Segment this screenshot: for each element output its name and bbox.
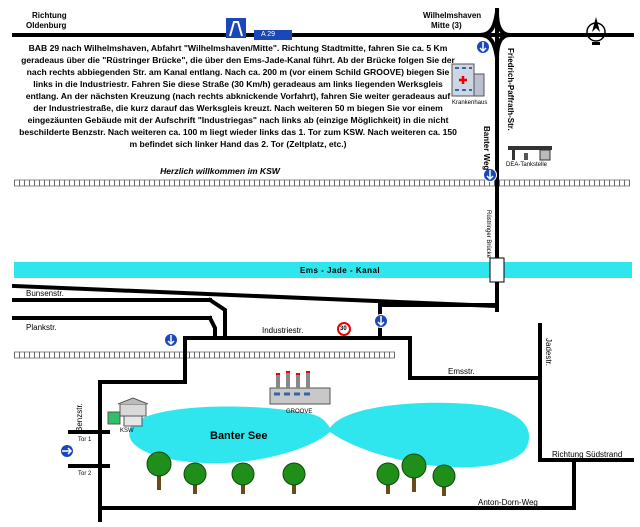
jadestr-label: Jadestr.	[544, 338, 553, 367]
ems-jade-canal	[14, 262, 632, 278]
railway-upper	[14, 179, 630, 187]
gas-station-icon	[508, 146, 552, 161]
banter-see-lake	[129, 402, 530, 468]
wilhelmshaven-mitte-line1: Wilhelmshaven	[423, 11, 482, 20]
direction-down-icon	[476, 40, 490, 54]
tree-icon	[183, 462, 207, 494]
compass-icon	[586, 17, 606, 45]
groove-label: GROOVE	[286, 409, 313, 415]
bunsenstr-label: Bunsenstr.	[26, 289, 64, 298]
speed-limit-icon	[337, 322, 351, 336]
hospital-icon	[451, 63, 485, 97]
direction-down-icon	[483, 168, 497, 182]
tree-icon	[282, 462, 306, 494]
ruestringer-bruecke-deck	[489, 257, 505, 283]
wilhelmshaven-mitte-line2: Mitte (3)	[431, 21, 462, 30]
a29-shield	[254, 30, 292, 40]
tree-icon	[432, 464, 456, 496]
tree-icon	[401, 453, 427, 492]
banter-weg-label: Banter Weg	[482, 126, 491, 171]
emsstr-label: Emsstr.	[448, 367, 475, 376]
tor-1-label: Tor 1	[78, 437, 92, 443]
railway-lower	[14, 351, 395, 359]
ksw-building-icon	[107, 397, 149, 427]
richtung-oldenburg-line2: Oldenburg	[26, 21, 67, 30]
plankstr-label: Plankstr.	[26, 323, 57, 332]
a29-shield-label: A 29	[261, 31, 276, 38]
ruestringer-bruecke-label: Rüstringer Brücke	[485, 210, 491, 259]
canal-label: Ems - Jade - Kanal	[300, 266, 381, 275]
directions-text: BAB 29 nach Wilhelmshaven, Abfahrt "Wilh…	[19, 43, 457, 149]
ksw-label: KSW	[120, 428, 134, 434]
anton-dorn-weg-label: Anton-Dorn-Weg	[478, 498, 538, 507]
road-network	[11, 8, 634, 522]
direction-down-icon	[60, 444, 74, 458]
tree-icon	[231, 462, 255, 494]
direction-down-icon	[374, 314, 388, 328]
industriestr-label: Industriestr.	[262, 326, 304, 335]
welcome-text: Herzlich willkommen im KSW	[160, 166, 280, 176]
factory-icon	[269, 371, 331, 405]
richtung-suedstrand-label: Richtung Südstrand	[552, 450, 623, 459]
tor-2-label: Tor 2	[78, 471, 92, 477]
direction-down-icon	[164, 333, 178, 347]
banter-see-label: Banter See	[210, 430, 268, 442]
richtung-oldenburg-line1: Richtung	[32, 11, 67, 20]
dea-tankstelle-label: DEA-Tankstelle	[506, 162, 548, 168]
krankenhaus-label: Krankenhaus	[452, 100, 488, 106]
benzstr-label: Benzstr.	[75, 403, 84, 432]
motorway-icon	[226, 18, 246, 38]
speed-limit-value: 30	[340, 326, 347, 332]
tree-icon	[146, 451, 172, 490]
friedrich-paffrath-str-label: Friedrich-Paffrath-Str.	[506, 48, 515, 131]
tree-icon	[376, 462, 400, 494]
